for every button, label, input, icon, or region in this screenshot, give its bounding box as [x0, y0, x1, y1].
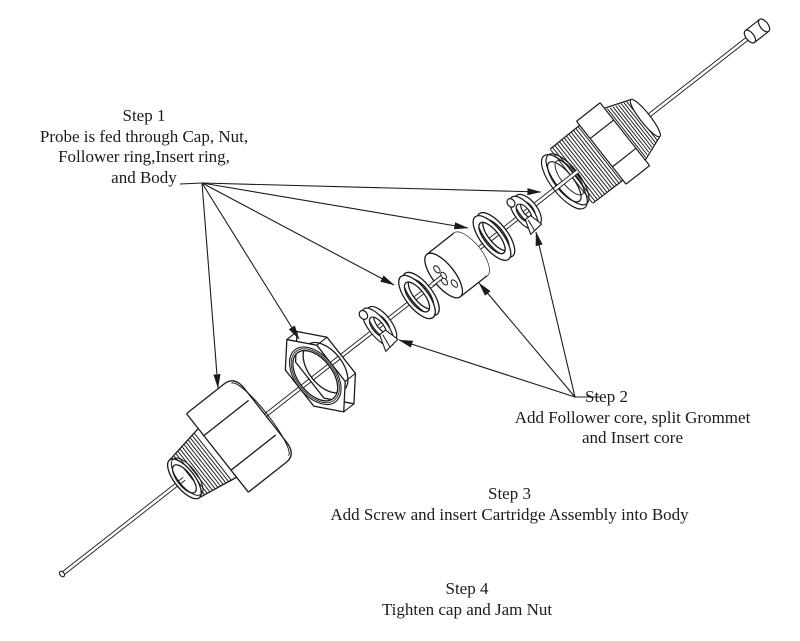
step1-title: Step 1	[122, 106, 166, 125]
step2-leader-lines	[398, 231, 600, 398]
step1-line-2: Follower ring,Insert ring,	[58, 147, 230, 166]
probe-tip	[743, 18, 771, 44]
step4-title: Step 4	[445, 579, 489, 598]
split-grommet-part	[358, 305, 399, 353]
probe-rod-end	[58, 570, 66, 578]
jam-nut-part	[284, 330, 357, 413]
step1-leader-lines	[179, 182, 542, 389]
step4-line-1: Tighten cap and Jam Nut	[381, 599, 553, 619]
step2-line-2: and Insert core	[581, 428, 683, 447]
cap-part	[166, 380, 292, 500]
step2-title: Step 2	[585, 387, 628, 406]
step3-title: Step 3	[488, 484, 531, 503]
step1-line-3: and Body	[111, 167, 177, 187]
step1-label: Step 1 Probe is fed through Cap, Nut, Fo…	[8, 106, 280, 188]
step3-line-1: Add Screw and insert Cartridge Assembly …	[330, 504, 689, 524]
step3-label: Step 3 Add Screw and insert Cartridge As…	[302, 484, 717, 525]
step2-line-1: Add Follower core, split Grommet	[514, 407, 751, 427]
body-part	[540, 98, 661, 210]
step2-label: Step 2 Add Follower core, split Grommet …	[490, 387, 775, 449]
insert-core-part	[506, 193, 543, 236]
follower-core-part	[424, 231, 490, 299]
step1-line-1: Probe is fed through Cap, Nut,	[39, 126, 249, 146]
insert-ring-part	[472, 211, 516, 261]
step4-label: Step 4 Tighten cap and Jam Nut	[340, 579, 594, 620]
